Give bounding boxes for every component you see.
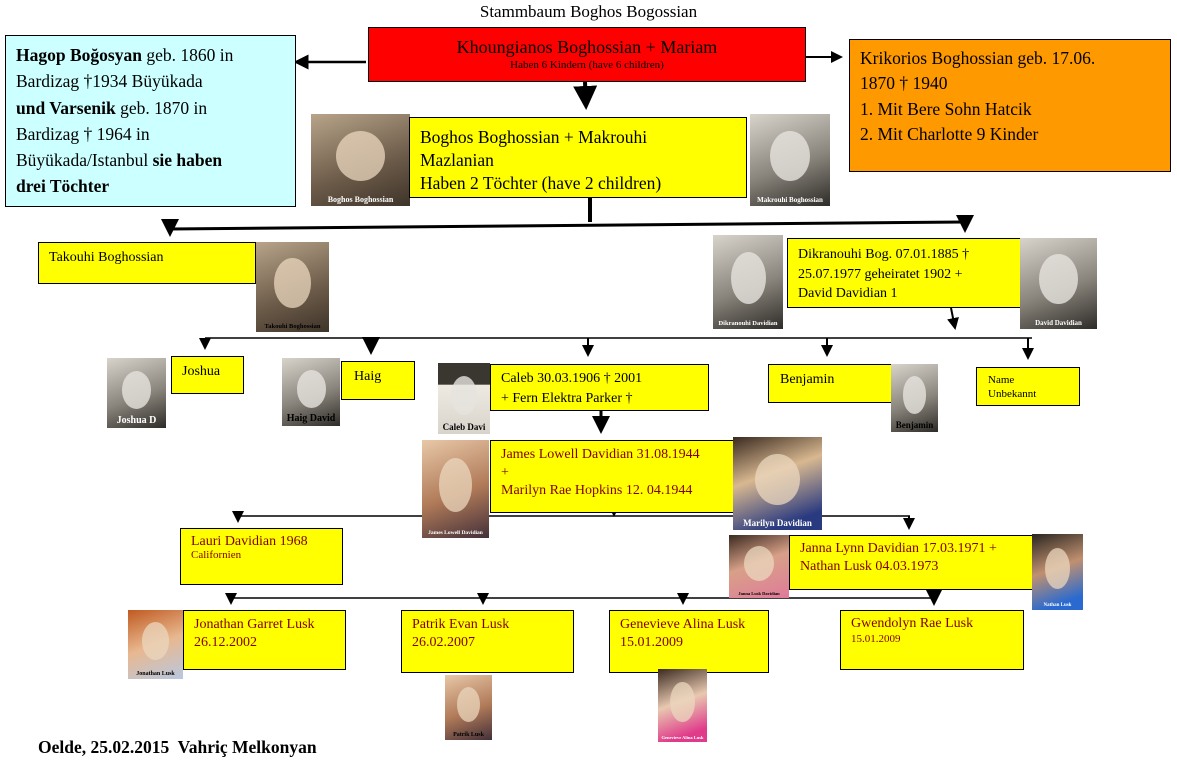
lauri-text: Lauri Davidian 1968: [191, 534, 308, 549]
krikorios-text: Krikorios Boghossian geb. 17.06.: [860, 48, 1096, 68]
photo-boghos: Boghos Boghossian: [311, 114, 410, 206]
grandchild-date: 26.02.2007: [412, 634, 475, 650]
photo-caption: James Lowell Davidian: [428, 530, 483, 536]
hagop-text: Bardizag † 1964 in: [16, 123, 150, 144]
caleb-text: Caleb 30.03.1906 † 2001: [501, 371, 643, 386]
hagop-text: sie haben: [152, 150, 223, 170]
photo-dikranouhi: Dikranouhi Davidian: [713, 235, 783, 329]
photo-caption: Benjamin: [895, 420, 934, 430]
james-text: +: [501, 465, 509, 481]
root-note: Haben 6 Kindern (have 6 children): [510, 58, 664, 71]
photo-caption: Boghos Boghossian: [327, 195, 394, 204]
photo-makrouhi: Makrouhi Boghossian: [750, 114, 830, 206]
photo-caption: Nathan Lusk: [1043, 603, 1072, 608]
dikranouhi-text: 25.07.1977 geheiratet 1902 +: [798, 266, 963, 282]
dikranouhi-text: David Davidian 1: [798, 286, 898, 302]
caleb-text: + Fern Elektra Parker †: [501, 391, 633, 407]
grandchild-box-genevieve: Genevieve Alina Lusk 15.01.2009: [609, 610, 769, 673]
krikorios-text: 2. Mit Charlotte 9 Kinder: [860, 124, 1039, 145]
james-box: James Lowell Davidian 31.08.1944 + Maril…: [490, 440, 735, 513]
varsenik-name: und Varsenik: [16, 97, 116, 118]
photo-caption: Patrik Lusk: [453, 732, 484, 738]
grandchild-date: 26.12.2002: [194, 634, 257, 650]
photo-genevieve: Genevieve Alina Lusk: [658, 669, 707, 742]
photo-haig: Haig David: [282, 358, 340, 426]
grandchild-name: Genevieve Alina Lusk: [620, 617, 746, 632]
photo-caption: Makrouhi Boghossian: [757, 196, 823, 204]
unknown-text: Name: [988, 374, 1015, 386]
lauri-box: Lauri Davidian 1968 Californien: [180, 528, 343, 585]
photo-caleb: Caleb Davi: [438, 363, 490, 434]
grandchild-date: 15.01.2009: [851, 632, 901, 645]
joshua-box: Joshua: [171, 356, 244, 394]
caleb-box: Caleb 30.03.1906 † 2001 + Fern Elektra P…: [490, 364, 709, 411]
krikorios-box: Krikorios Boghossian geb. 17.06. 1870 † …: [849, 39, 1171, 172]
boghos-text: Boghos Boghossian + Makrouhi: [420, 127, 648, 147]
grandchild-date: 15.01.2009: [620, 634, 683, 650]
benjamin-box: Benjamin: [768, 364, 892, 403]
photo-marilyn: Marilyn Davidian: [733, 437, 822, 530]
root-couple-box: Khoungianos Boghossian + Mariam Haben 6 …: [368, 27, 806, 82]
janna-text: Janna Lynn Davidian 17.03.1971 +: [800, 541, 997, 556]
footer-signature: Oelde, 25.02.2015 Vahriç Melkonyan: [38, 737, 317, 757]
janna-text: Nathan Lusk 04.03.1973: [800, 559, 939, 575]
photo-caption: Haig David: [286, 413, 336, 424]
grandchild-box-gwendolyn: Gwendolyn Rae Lusk 15.01.2009: [840, 610, 1024, 670]
lauri-text: Californien: [191, 549, 242, 562]
unknown-text: Unbekannt: [988, 388, 1037, 401]
takouhi-box: Takouhi Boghossian: [38, 242, 256, 284]
root-name: Khoungianos Boghossian + Mariam: [456, 37, 718, 57]
unknown-child-box: Name Unbekannt: [976, 367, 1080, 406]
photo-caption: David Davidian: [1035, 319, 1082, 327]
hagop-name: Hagop Boğosyan: [16, 45, 142, 65]
photo-caption: Caleb Davi: [442, 422, 486, 432]
photo-nathan: Nathan Lusk: [1032, 534, 1083, 610]
boghos-box: Boghos Boghossian + Makrouhi Mazlanian H…: [409, 117, 747, 198]
photo-caption: Genevieve Alina Lusk: [661, 735, 704, 740]
photo-caption: Takouhi Boghossian: [264, 323, 321, 330]
hagop-text: geb. 1860 in: [141, 45, 234, 65]
james-text: Marilyn Rae Hopkins 12. 04.1944: [501, 483, 693, 499]
krikorios-text: 1. Mit Bere Sohn Hatcik: [860, 98, 1032, 119]
photo-caption: Janna Lusk Davidian: [738, 591, 780, 596]
janna-box: Janna Lynn Davidian 17.03.1971 + Nathan …: [789, 535, 1033, 590]
photo-david: David Davidian: [1020, 238, 1097, 329]
dikranouhi-box: Dikranouhi Bog. 07.01.1885 † 25.07.1977 …: [787, 238, 1021, 308]
krikorios-text: 1870 † 1940: [860, 73, 948, 94]
photo-janna: Janna Lusk Davidian: [729, 535, 789, 598]
hagop-text: Büyükada/Istanbul: [16, 150, 153, 170]
photo-benjamin: Benjamin: [891, 364, 938, 432]
photo-james: James Lowell Davidian: [422, 440, 489, 538]
hagop-text: Bardizag †1934 Büyükada: [16, 71, 203, 92]
photo-jonathan: Jonathan Lusk: [128, 610, 183, 679]
hagop-box: Hagop Boğosyan geb. 1860 in Bardizag †19…: [5, 35, 296, 207]
grandchild-name: Patrik Evan Lusk: [412, 617, 510, 632]
photo-caption: Dikranouhi Davidian: [718, 320, 778, 327]
boghos-text: Haben 2 Töchter (have 2 children): [420, 172, 662, 193]
grandchild-box-jonathan: Jonathan Garret Lusk 26.12.2002: [183, 610, 346, 670]
photo-patrik: Patrik Lusk: [445, 675, 492, 740]
grandchild-box-patrik: Patrik Evan Lusk 26.02.2007: [401, 610, 574, 673]
grandchild-name: Gwendolyn Rae Lusk: [851, 616, 974, 631]
hagop-text: drei Töchter: [16, 176, 110, 197]
james-text: James Lowell Davidian 31.08.1944: [501, 447, 700, 462]
photo-caption: Jonathan Lusk: [136, 671, 175, 677]
dikranouhi-text: Dikranouhi Bog. 07.01.1885 †: [798, 247, 970, 262]
page-title: Stammbaum Boghos Bogossian: [479, 2, 698, 21]
photo-caption: Joshua D: [116, 415, 157, 426]
boghos-text: Mazlanian: [420, 149, 494, 170]
haig-box: Haig: [341, 361, 415, 400]
photo-joshua: Joshua D: [107, 358, 166, 428]
hagop-text: geb. 1870 in: [115, 97, 208, 118]
photo-takouhi: Takouhi Boghossian: [256, 242, 329, 332]
grandchild-name: Jonathan Garret Lusk: [194, 617, 315, 632]
photo-caption: Marilyn Davidian: [743, 518, 812, 528]
